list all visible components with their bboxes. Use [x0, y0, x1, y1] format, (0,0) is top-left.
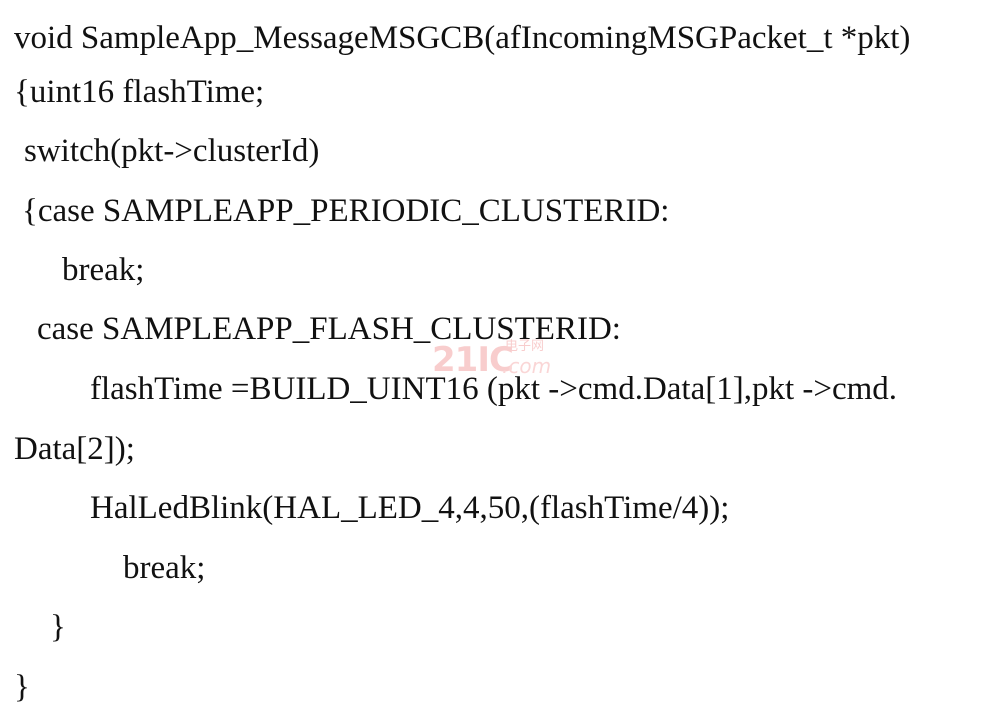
code-line-7: flashTime =BUILD_UINT16 (pkt ->cmd.Data[… [90, 371, 898, 407]
code-line-4: {case SAMPLEAPP_PERIODIC_CLUSTERID: [22, 193, 670, 229]
code-line-2: {uint16 flashTime; [14, 74, 265, 110]
code-line-8: Data[2]); [14, 431, 135, 467]
code-line-10: break; [123, 550, 206, 586]
code-line-1: void SampleApp_MessageMSGCB(afIncomingMS… [14, 20, 911, 56]
watermark-domain: .com [502, 354, 552, 378]
code-line-6: case SAMPLEAPP_FLASH_CLUSTERID: [37, 311, 621, 347]
code-line-3: switch(pkt->clusterId) [24, 133, 320, 169]
code-line-11: } [50, 609, 66, 645]
watermark-logo: 21IC [432, 340, 514, 380]
code-line-12: } [14, 669, 30, 705]
code-line-9: HalLedBlink(HAL_LED_4,4,50,(flashTime/4)… [90, 490, 730, 526]
site-watermark: 21IC 电子网 .com [432, 338, 564, 386]
watermark-chinese-text: 电子网 [505, 339, 545, 354]
code-line-5: break; [62, 252, 145, 288]
